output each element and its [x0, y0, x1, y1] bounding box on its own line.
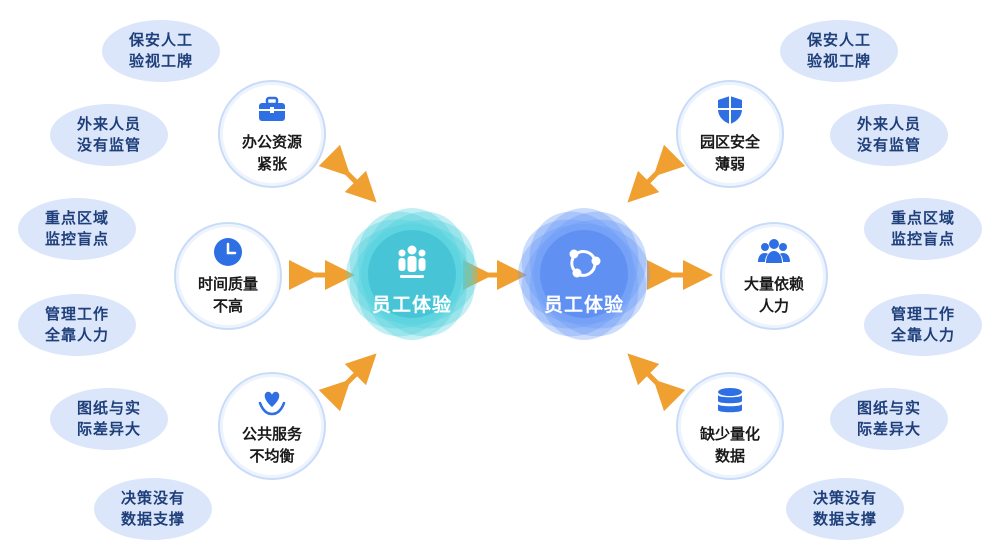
left-tag: 管理工作全靠人力 — [18, 294, 136, 356]
group-people-icon — [398, 245, 426, 278]
node-park-security: 园区安全薄弱 — [676, 80, 784, 188]
teal-flower-shape — [346, 208, 478, 340]
heart-hand-icon — [258, 391, 286, 416]
node-public-service: 公共服务不均衡 — [218, 372, 326, 480]
right-tag: 外来人员没有监管 — [830, 104, 948, 166]
center-label: 员工体验 — [543, 294, 624, 316]
left-tag: 重点区域监控盲点 — [18, 198, 136, 260]
database-icon — [718, 388, 742, 413]
arrow-left-top — [318, 144, 377, 203]
right-tag: 决策没有数据支撑 — [786, 478, 904, 540]
arrow-left-bottom — [318, 353, 377, 412]
arrow-right-top — [627, 144, 686, 203]
shield-icon — [718, 96, 742, 124]
right-tag: 重点区域监控盲点 — [864, 198, 982, 260]
right-tag: 保安人工验视工牌 — [780, 20, 898, 82]
share-nodes-icon — [569, 249, 601, 278]
node-office-resources: 办公资源紧张 — [218, 80, 326, 188]
left-tag: 决策没有数据支撑 — [94, 478, 212, 540]
node-time-quality: 时间质量不高 — [174, 222, 282, 330]
node-rely-manpower: 大量依赖人力 — [720, 222, 828, 330]
briefcase-icon — [259, 96, 285, 121]
right-tag: 图纸与实际差异大 — [830, 388, 948, 450]
arrow-right-bottom — [627, 353, 686, 412]
node-lack-data: 缺少量化数据 — [676, 372, 784, 480]
center-label: 员工体验 — [371, 294, 452, 316]
left-tag: 外来人员没有监管 — [50, 104, 168, 166]
clock-icon — [214, 238, 242, 266]
left-tag: 保安人工验视工牌 — [102, 20, 220, 82]
right-tag: 管理工作全靠人力 — [864, 294, 982, 356]
center-employee-experience-left: 员工体验 — [342, 204, 482, 344]
center-employee-experience-right: 员工体验 — [514, 204, 654, 344]
people-icon — [758, 239, 790, 263]
left-tag: 图纸与实际差异大 — [50, 388, 168, 450]
